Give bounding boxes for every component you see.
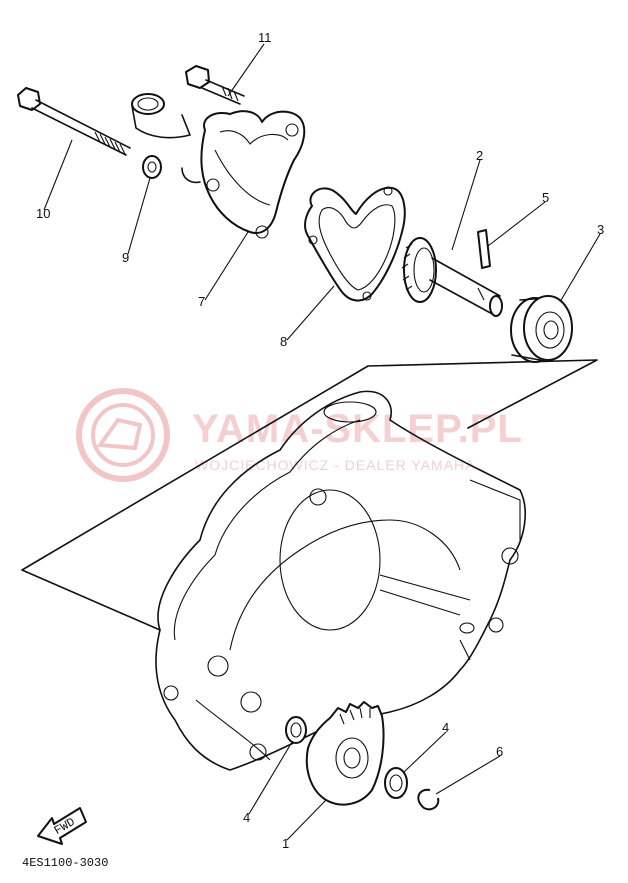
callout-4-lower: 4 (243, 810, 250, 825)
callout-11: 11 (258, 30, 272, 45)
callout-1: 1 (282, 836, 289, 851)
circlip-6 (417, 788, 440, 811)
fwd-arrow-icon: FWD (37, 807, 87, 845)
callout-10: 10 (36, 206, 50, 221)
bearing-3 (510, 295, 573, 363)
leader-lines (43, 43, 601, 841)
watermark: YAMA-SKLEP.PL WOJCIECHOWICZ - DEALER YAM… (76, 388, 523, 482)
bolt-10 (17, 87, 131, 156)
washer-4-lower (384, 767, 408, 799)
drive-gear-1 (305, 701, 385, 806)
callout-3: 3 (597, 222, 604, 237)
diagram-code: 4ES1100-3030 (22, 856, 108, 870)
section-outline (21, 359, 598, 631)
callout-4-upper: 4 (442, 720, 449, 735)
impeller-shaft-2 (401, 237, 503, 317)
washer-9 (142, 155, 162, 179)
crankcase-cover (155, 390, 526, 771)
callout-2: 2 (476, 148, 483, 163)
bolt-11 (185, 65, 245, 105)
watermark-logo-text: YAMA-SKLEP.PL (192, 407, 523, 451)
washer-4-upper (285, 716, 307, 744)
callout-6: 6 (496, 744, 503, 759)
callout-9: 9 (122, 250, 129, 265)
callout-8: 8 (280, 334, 287, 349)
callout-7: 7 (198, 294, 205, 309)
pin-5 (477, 229, 491, 269)
callout-5: 5 (542, 190, 549, 205)
pump-housing-7 (131, 93, 306, 239)
gasket-8 (304, 186, 406, 302)
watermark-subtitle: WOJCIECHOWICZ - DEALER YAMAHA (195, 457, 476, 473)
watermark-logo-icon (76, 388, 170, 482)
